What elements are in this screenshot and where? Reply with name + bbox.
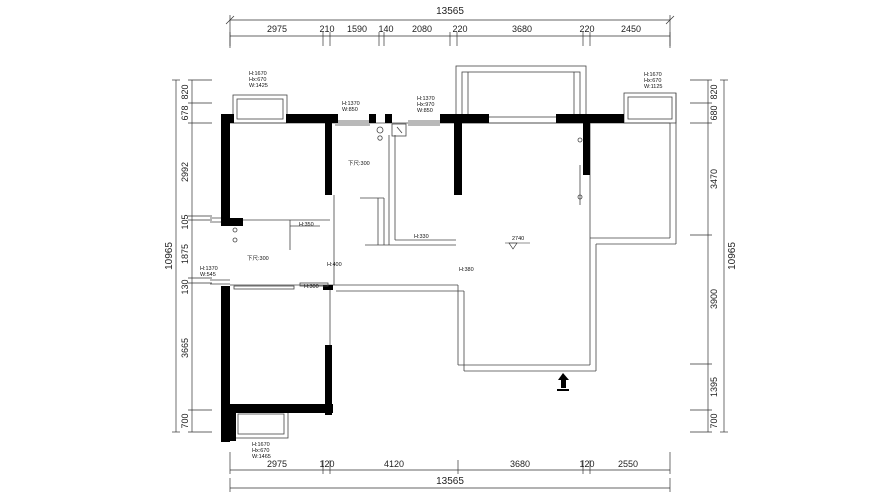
ceiling-note-1: 下尺:300 — [348, 160, 370, 167]
top-seg-2: 1590 — [347, 24, 367, 34]
bottom-seg-4: 120 — [579, 459, 594, 469]
win-top-left-w: W:1425 — [249, 83, 268, 89]
right-seg-1: 680 — [709, 105, 719, 120]
height-380: H:380 — [459, 267, 474, 273]
left-seg-7: 700 — [180, 413, 190, 428]
top-seg-8: 2450 — [621, 24, 641, 34]
left-seg-2: 2992 — [180, 162, 190, 182]
height-350: H:350 — [299, 222, 314, 228]
bottom-total-label: 13565 — [436, 476, 464, 487]
top-dimension-chain: 13565 2975 210 1590 140 2080 220 3680 22… — [225, 6, 675, 48]
win-bottom-hx: Hx:670 — [252, 448, 269, 454]
left-seg-3: 105 — [180, 214, 190, 229]
left-dimension-chain: 10965 820 678 2992 105 1875 130 3665 700 — [164, 79, 212, 433]
win-top-mid-w: W:850 — [342, 107, 358, 113]
top-seg-1: 210 — [319, 24, 334, 34]
ceiling-note-2: 下尺:300 — [247, 255, 269, 262]
fixtures — [232, 123, 583, 290]
right-total-label: 10965 — [727, 242, 738, 270]
win-top-left-hx: Hx:670 — [249, 77, 266, 83]
bay-windows — [210, 65, 677, 439]
plan-outline — [230, 93, 677, 410]
win-top-mid2-h: H:1370 — [417, 96, 435, 102]
right-seg-4: 1395 — [709, 377, 719, 397]
bottom-seg-1: 120 — [319, 459, 334, 469]
win-top-left-h: H:1670 — [249, 71, 267, 77]
win-top-mid2-hx: Hx:970 — [417, 102, 434, 108]
top-seg-3: 140 — [378, 24, 393, 34]
top-seg-0: 2975 — [267, 24, 287, 34]
annotations: H:1670 Hx:670 W:1425 H:1370 W:850 H:1370… — [200, 71, 662, 460]
living-height-2740: 2740 — [512, 236, 524, 242]
right-seg-5: 700 — [709, 413, 719, 428]
win-top-right-h: H:1670 — [644, 72, 662, 78]
right-dimension-chain: 10965 820 680 3470 3900 1395 700 — [690, 79, 738, 433]
win-top-mid2-w: W:850 — [417, 108, 433, 114]
top-seg-7: 220 — [579, 24, 594, 34]
bottom-seg-3: 3680 — [510, 459, 530, 469]
win-top-right-w: W:1125 — [644, 84, 662, 90]
entrance-arrow-icon — [557, 373, 569, 391]
right-seg-2: 3470 — [709, 169, 719, 189]
bottom-seg-5: 2550 — [618, 459, 638, 469]
win-left-h: H:1370 — [200, 266, 218, 272]
walls — [221, 114, 624, 442]
bottom-dimension-chain: 2975 120 4120 3680 120 2550 13565 — [229, 452, 671, 492]
left-total-label: 10965 — [164, 242, 175, 270]
left-seg-1: 678 — [180, 105, 190, 120]
win-left-w: W:545 — [200, 272, 216, 278]
top-total-label: 13565 — [436, 6, 464, 17]
win-bottom-w: W:1465 — [252, 454, 271, 460]
top-seg-6: 3680 — [512, 24, 532, 34]
left-seg-5: 130 — [180, 279, 190, 294]
win-top-mid-h: H:1370 — [342, 101, 360, 107]
left-seg-4: 1875 — [180, 244, 190, 264]
height-400: H:400 — [327, 262, 342, 268]
left-seg-0: 820 — [180, 84, 190, 99]
height-300: H:300 — [304, 284, 319, 290]
level-marker-icon — [505, 242, 530, 250]
win-bottom-h: H:1670 — [252, 442, 270, 448]
right-seg-3: 3900 — [709, 289, 719, 309]
win-top-right-hx: Hx:670 — [644, 78, 661, 84]
left-seg-6: 3665 — [180, 338, 190, 358]
top-seg-4: 2080 — [412, 24, 432, 34]
height-330: H:330 — [414, 234, 429, 240]
bottom-seg-0: 2975 — [267, 459, 287, 469]
right-seg-0: 820 — [709, 84, 719, 99]
top-seg-5: 220 — [452, 24, 467, 34]
bottom-seg-2: 4120 — [384, 459, 404, 469]
